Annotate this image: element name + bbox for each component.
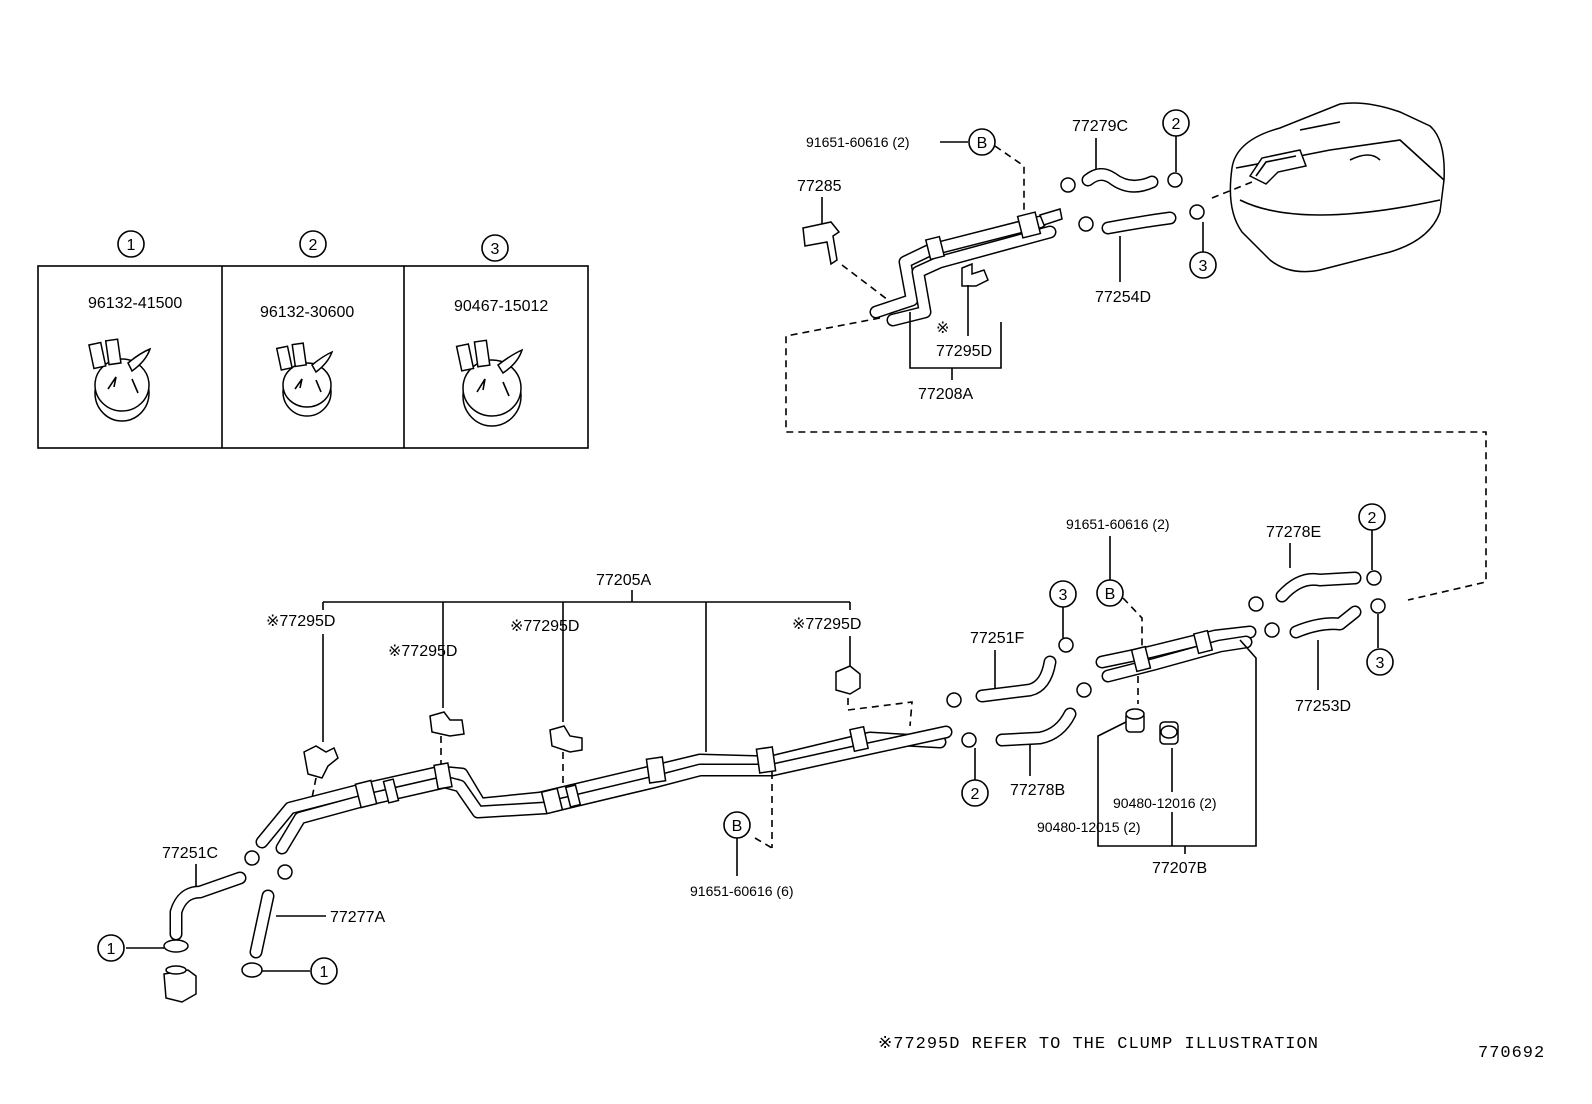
hose-77279C-label: 77279C bbox=[1072, 118, 1128, 135]
main-bolt-label: 91651-60616 (6) bbox=[690, 883, 794, 899]
upper-bolt-marker: B bbox=[977, 135, 988, 152]
right-bolt-label: 91651-60616 (2) bbox=[1066, 516, 1170, 532]
main-assembly: 77205A ※77295D ※77295D ※77295D ※77295D bbox=[97, 572, 953, 1003]
tube-77207B bbox=[1095, 625, 1257, 683]
hose-77278E-label: 77278E bbox=[1266, 524, 1321, 541]
hose-77253D bbox=[1289, 605, 1362, 639]
bracket-77285 bbox=[802, 221, 841, 266]
drawing-number: 770692 bbox=[1478, 1044, 1545, 1063]
clip-77295D bbox=[303, 745, 339, 779]
legend-part-3: 90467-15012 bbox=[454, 298, 548, 315]
bracket-label: 77285 bbox=[797, 178, 842, 195]
hose-77251F-label: 77251F bbox=[970, 630, 1024, 647]
main-clamp-label-1: ※77295D bbox=[266, 613, 335, 630]
tube-77208A bbox=[869, 208, 1063, 327]
hose-77278B bbox=[995, 707, 1077, 747]
legend-part-2: 96132-30600 bbox=[260, 304, 354, 321]
footer-note: ※77295D REFER TO THE CLUMP ILLUSTRATION bbox=[878, 1035, 1319, 1054]
hose-clamp-icon bbox=[275, 342, 334, 417]
main-clamp-label-3: ※77295D bbox=[510, 618, 579, 635]
upper-clamp-ref-mark: ※ bbox=[936, 320, 949, 337]
hose-clamp-icon bbox=[88, 338, 152, 422]
main-clamp-label-4: ※77295D bbox=[792, 616, 861, 633]
clip-77295D bbox=[429, 711, 465, 737]
right-assembly: 2 77251F 3 77278B 91651-60616 (2) B bbox=[946, 503, 1394, 877]
legend-box-1: 1 96132-41500 bbox=[88, 230, 182, 422]
right-clamp-marker-2-upper: 2 bbox=[1368, 510, 1377, 527]
clip-77295D bbox=[835, 665, 861, 695]
upper-assembly: 91651-60616 (2) B 77285 ※ 77295D 77208A bbox=[797, 102, 1445, 403]
clip-77295D-upper bbox=[961, 262, 989, 287]
right-clamp-marker-3-right: 3 bbox=[1376, 655, 1385, 672]
left-clamp-marker-2: 1 bbox=[320, 964, 329, 981]
fuel-tank bbox=[1229, 102, 1445, 273]
upper-clamp-ref-part: 77295D bbox=[936, 343, 992, 360]
grommet-90480-12016 bbox=[1159, 721, 1179, 745]
legend-box-3: 3 90467-15012 bbox=[454, 234, 548, 427]
legend-box-2: 2 96132-30600 bbox=[260, 230, 354, 417]
legend-marker-3: 3 bbox=[491, 241, 500, 258]
upper-clamp-marker-3: 3 bbox=[1199, 258, 1208, 275]
grommet-2-label: 90480-12015 (2) bbox=[1037, 819, 1141, 835]
main-clamp-label-2: ※77295D bbox=[388, 643, 457, 660]
main-bolt-marker: B bbox=[732, 818, 743, 835]
fuel-filter bbox=[163, 965, 197, 1003]
grommet-90480-12015 bbox=[1125, 708, 1145, 733]
right-bolt-marker: B bbox=[1105, 586, 1116, 603]
clip-77295D bbox=[549, 725, 583, 753]
hose-77251F bbox=[975, 655, 1057, 703]
hose-77253D-label: 77253D bbox=[1295, 698, 1351, 715]
hose-77278B-label: 77278B bbox=[1010, 782, 1065, 799]
legend-marker-1: 1 bbox=[127, 237, 136, 254]
hose-clamp-icon bbox=[455, 339, 524, 427]
hose-77254D bbox=[1101, 211, 1177, 235]
upper-clamp-marker-2: 2 bbox=[1172, 116, 1181, 133]
hose-77251C bbox=[169, 871, 247, 941]
right-clamp-marker-3-mid: 3 bbox=[1059, 587, 1068, 604]
legend-part-1: 96132-41500 bbox=[88, 295, 182, 312]
hose-77277A bbox=[249, 889, 275, 959]
left-clamp-marker-1: 1 bbox=[107, 941, 116, 958]
tube-77205A bbox=[255, 725, 953, 855]
right-tube-label: 77207B bbox=[1152, 860, 1207, 877]
hose-77279C bbox=[1081, 168, 1159, 193]
legend-marker-2: 2 bbox=[309, 237, 318, 254]
right-clamp-marker-2-lower: 2 bbox=[971, 786, 980, 803]
connector-line bbox=[785, 317, 1487, 601]
upper-tube-label: 77208A bbox=[918, 386, 973, 403]
hose-77278E bbox=[1275, 571, 1362, 603]
upper-bolt-label: 91651-60616 (2) bbox=[806, 134, 910, 150]
hose-77251C-label: 77251C bbox=[162, 845, 218, 862]
clamp-legend: 1 96132-41500 2 96132-30600 bbox=[37, 230, 589, 449]
hose-77254D-label: 77254D bbox=[1095, 289, 1151, 306]
hose-77277A-label: 77277A bbox=[330, 909, 385, 926]
main-tube-label: 77205A bbox=[596, 572, 651, 589]
grommet-1-label: 90480-12016 (2) bbox=[1113, 795, 1217, 811]
